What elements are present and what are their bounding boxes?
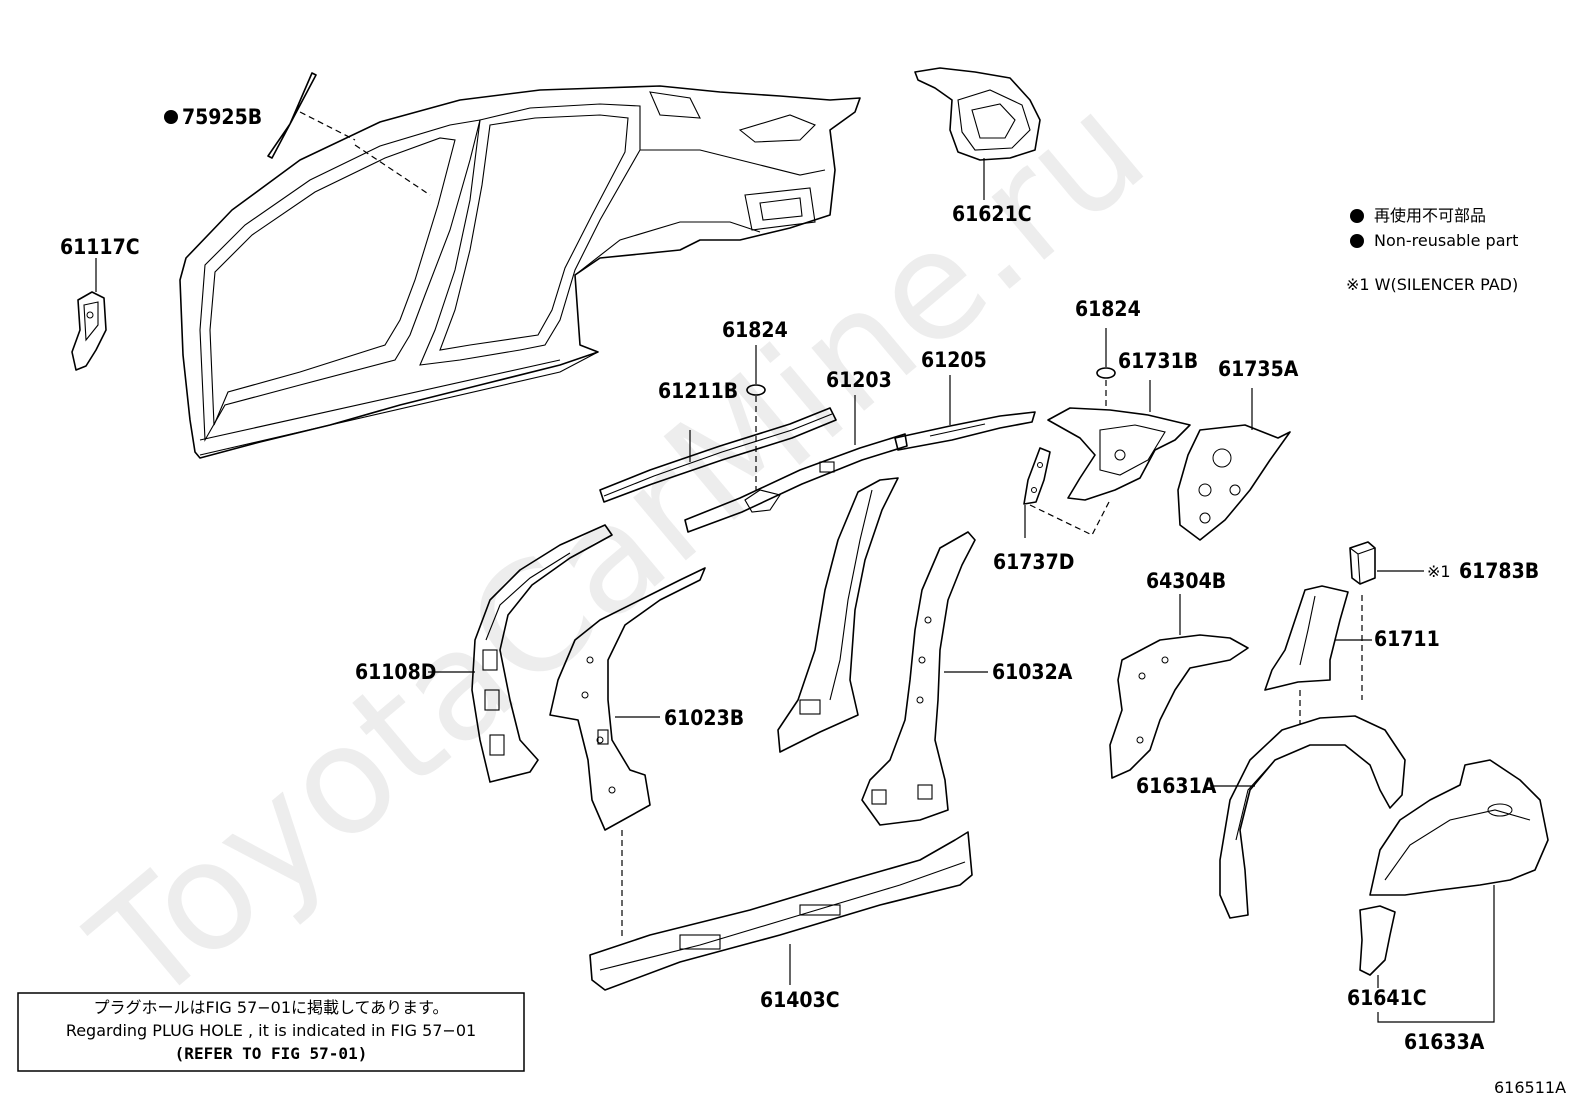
label-61203[interactable]: 61203 bbox=[826, 368, 892, 392]
label-61205[interactable]: 61205 bbox=[921, 348, 987, 372]
part-61631A-graphic[interactable] bbox=[1219, 715, 1406, 919]
non-reusable-dot-75925B bbox=[164, 110, 178, 124]
body-side-outer-panel[interactable] bbox=[179, 85, 861, 459]
part-61737D-graphic[interactable] bbox=[1023, 447, 1051, 505]
label-61731B[interactable]: 61731B bbox=[1118, 349, 1198, 373]
part-61731B-graphic[interactable] bbox=[1047, 407, 1191, 501]
part-61108D-graphic[interactable] bbox=[471, 524, 613, 783]
legend-silencer-note: ※1 W(SILENCER PAD) bbox=[1346, 275, 1518, 294]
label-61117C[interactable]: 61117C bbox=[60, 235, 140, 259]
label-61032A[interactable]: 61032A bbox=[992, 660, 1073, 684]
part-75925B-graphic[interactable] bbox=[267, 72, 317, 159]
label-61631A[interactable]: 61631A bbox=[1136, 774, 1217, 798]
plug-hole-note-jp: プラグホールはFIG 57−01に掲載してあります。 bbox=[94, 998, 449, 1017]
diagram-id: 616511A bbox=[1494, 1078, 1566, 1097]
label-61737D[interactable]: 61737D bbox=[993, 550, 1074, 574]
label-61735A[interactable]: 61735A bbox=[1218, 357, 1299, 381]
label-61824b[interactable]: 61824 bbox=[1075, 297, 1141, 321]
part-61203-graphic[interactable] bbox=[684, 433, 908, 533]
legend-dot-1 bbox=[1350, 209, 1364, 223]
plug-hole-note-ref: (REFER TO FIG 57-01) bbox=[175, 1044, 368, 1063]
part-61117C-graphic[interactable] bbox=[71, 291, 107, 371]
label-61403C[interactable]: 61403C bbox=[760, 988, 840, 1012]
label-61211B[interactable]: 61211B bbox=[658, 379, 738, 403]
label-61633A[interactable]: 61633A bbox=[1404, 1030, 1485, 1054]
legend-dot-2 bbox=[1350, 234, 1364, 248]
part-61641C-graphic[interactable] bbox=[1359, 905, 1396, 976]
part-64304B-graphic[interactable] bbox=[1109, 634, 1249, 779]
label-61641C[interactable]: 61641C bbox=[1347, 986, 1427, 1010]
part-61735A-graphic[interactable] bbox=[1177, 424, 1291, 541]
part-61633A-graphic[interactable] bbox=[1369, 759, 1549, 896]
part-61023B-graphic[interactable] bbox=[549, 567, 706, 831]
legend-jp: 再使用不可部品 bbox=[1374, 206, 1486, 225]
part-61824b-graphic[interactable] bbox=[1096, 367, 1116, 379]
label-64304B[interactable]: 64304B bbox=[1146, 569, 1226, 593]
plug-hole-note-en: Regarding PLUG HOLE , it is indicated in… bbox=[66, 1021, 476, 1040]
label-61108D[interactable]: 61108D bbox=[355, 660, 436, 684]
part-61621C-graphic[interactable] bbox=[914, 67, 1041, 161]
part-61403C-graphic[interactable] bbox=[589, 831, 973, 991]
label-61621C[interactable]: 61621C bbox=[952, 202, 1032, 226]
part-61032A-graphic[interactable] bbox=[861, 531, 976, 826]
label-61023B[interactable]: 61023B bbox=[664, 706, 744, 730]
label-61824a[interactable]: 61824 bbox=[722, 318, 788, 342]
label-75925B[interactable]: 75925B bbox=[182, 105, 262, 129]
part-61211B-graphic[interactable] bbox=[599, 407, 837, 503]
b-pillar-reinforcement-graphic[interactable] bbox=[777, 477, 899, 753]
part-61783B-graphic[interactable] bbox=[1349, 541, 1376, 585]
label-61783B-mark: ※1 bbox=[1427, 562, 1451, 581]
label-61783B[interactable]: 61783B bbox=[1459, 559, 1539, 583]
plug-hole-note-box: プラグホールはFIG 57−01に掲載してあります。 Regarding PLU… bbox=[17, 992, 525, 1072]
legend-en: Non-reusable part bbox=[1374, 231, 1518, 250]
part-61824a-graphic[interactable] bbox=[746, 384, 766, 396]
part-61711-graphic[interactable] bbox=[1264, 585, 1349, 691]
label-61711[interactable]: 61711 bbox=[1374, 627, 1440, 651]
part-61205-graphic[interactable] bbox=[894, 411, 1036, 451]
